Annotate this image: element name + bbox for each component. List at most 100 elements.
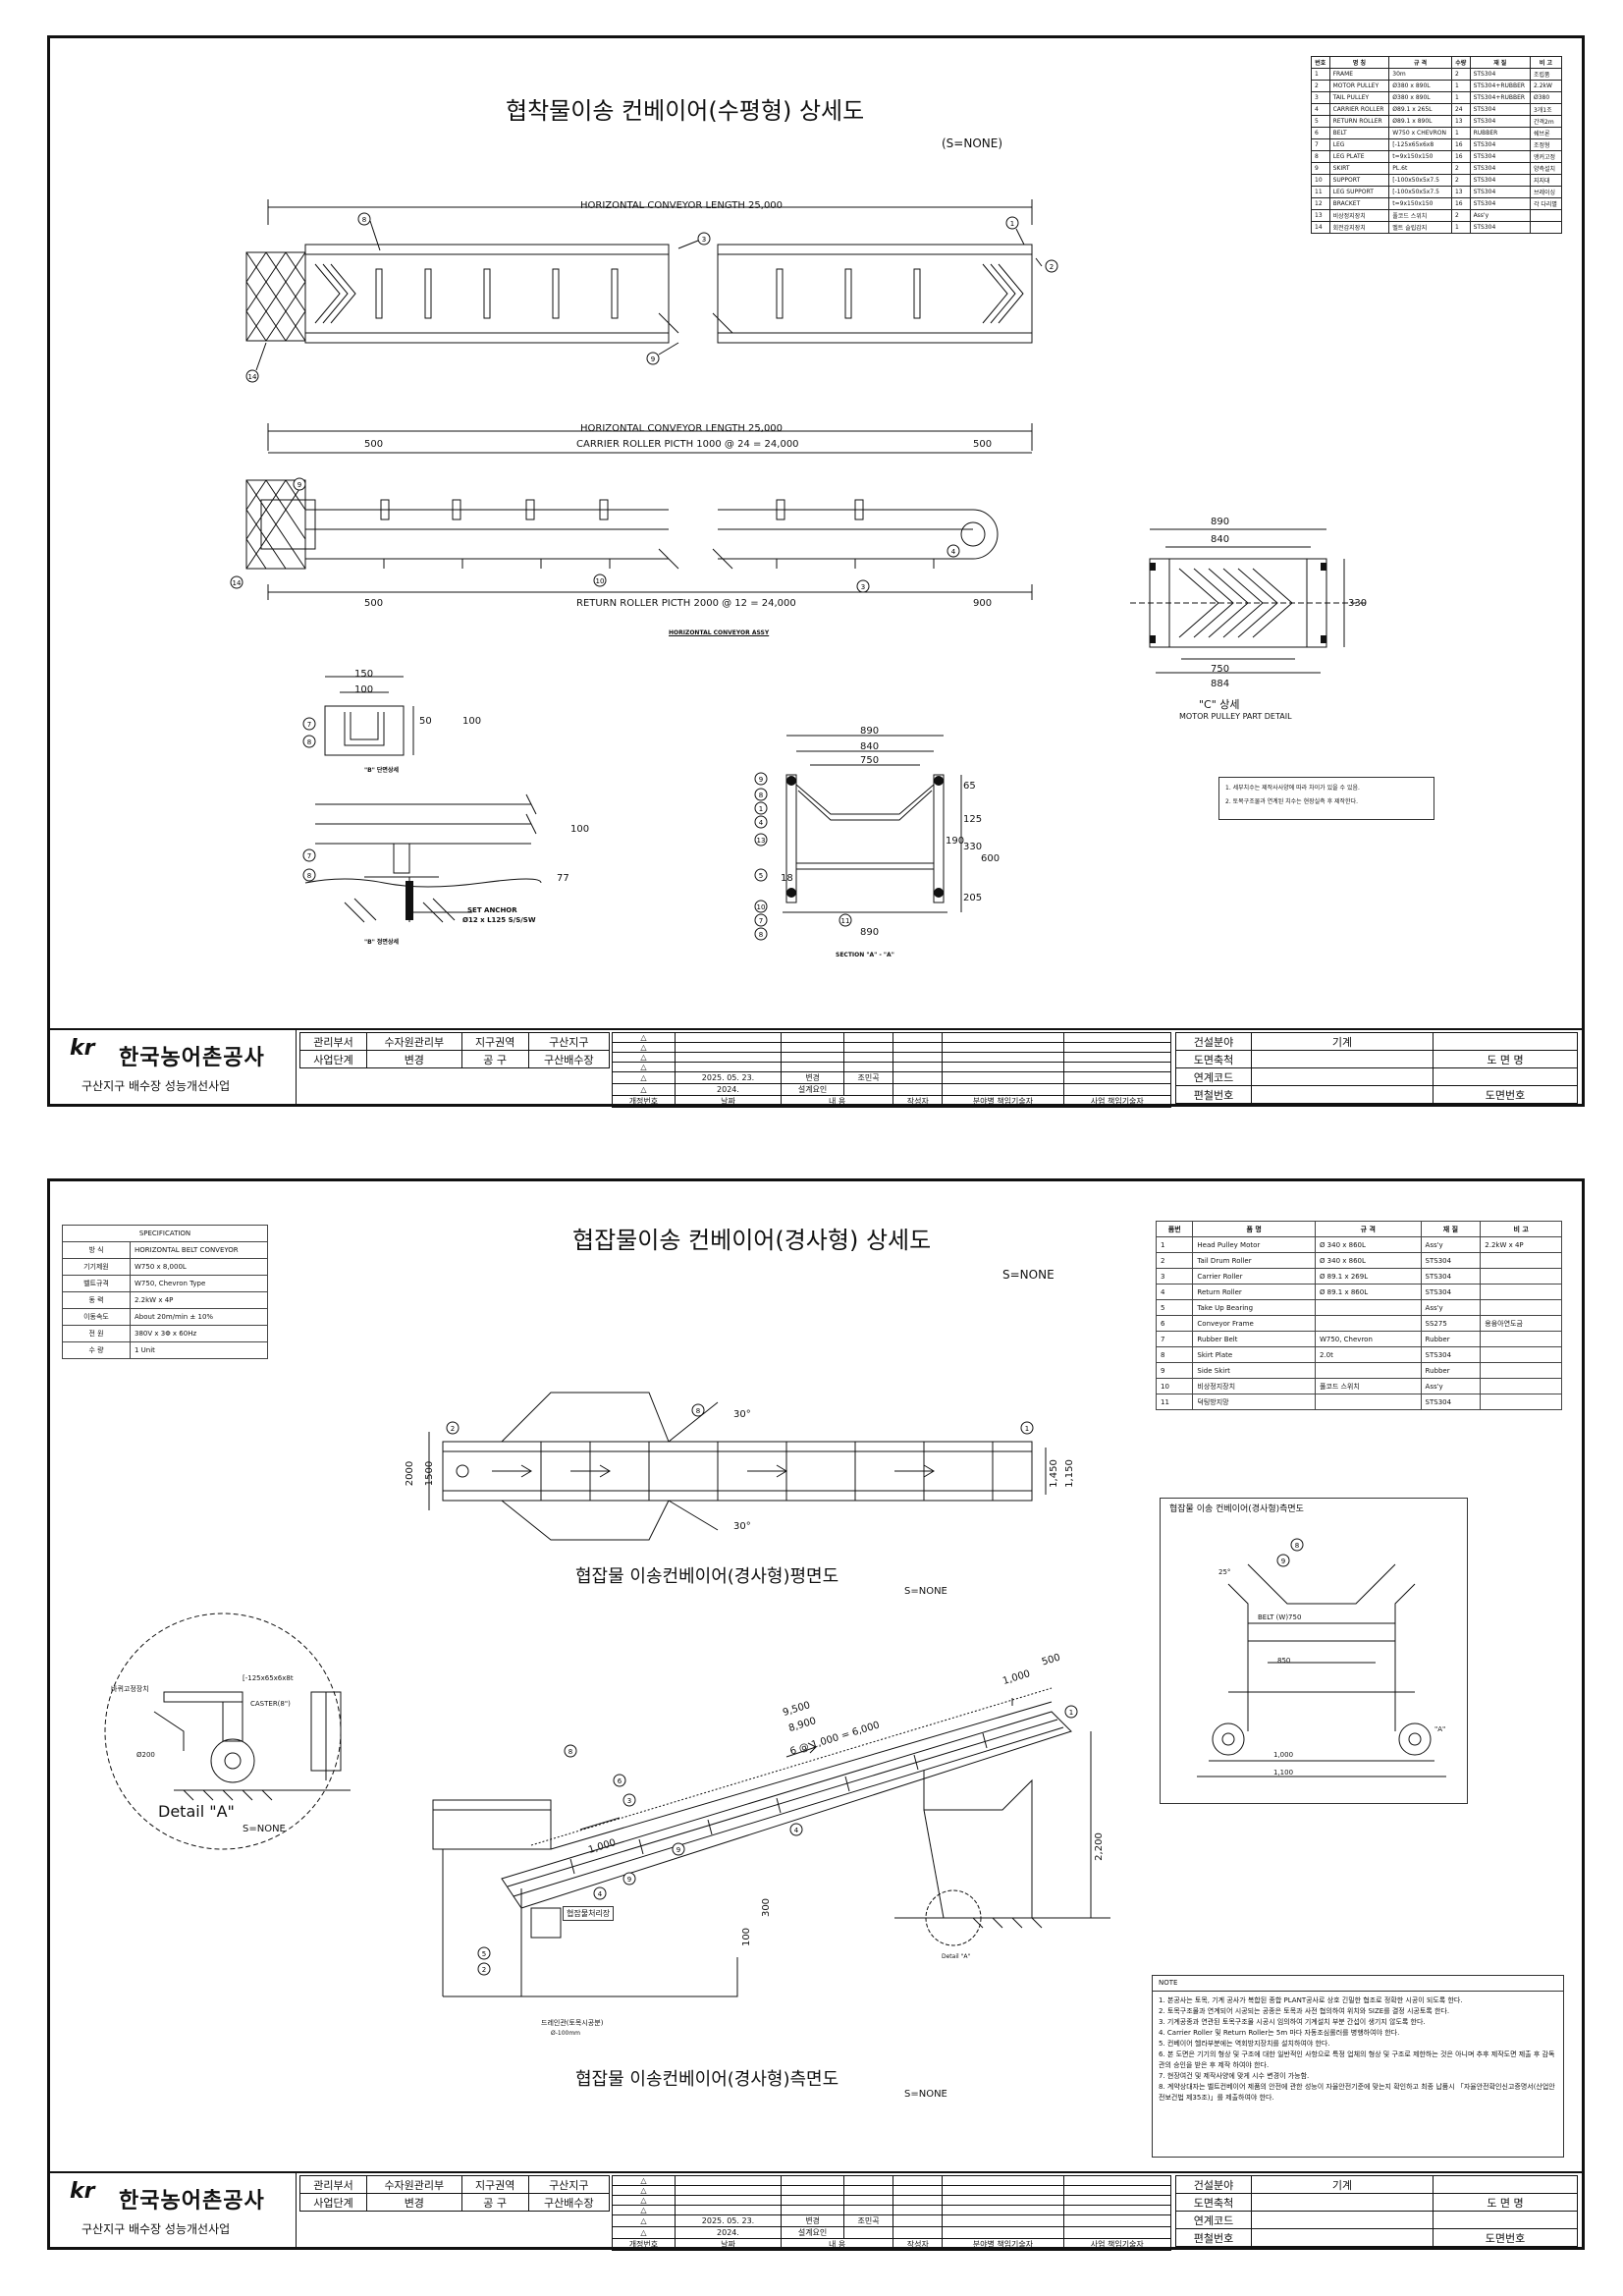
side-dim-100: 100 [741, 1927, 753, 1947]
table-row: △ [612, 2175, 1171, 2186]
parts-cell: STS304+RUBBER [1469, 80, 1531, 92]
revision-cell [781, 1052, 844, 1063]
parts-cell: 비상정지장치 [1192, 1378, 1316, 1394]
spec-value: HORIZONTAL BELT CONVEYOR [130, 1241, 268, 1259]
titleblock-cell: 관리부서 [299, 2175, 367, 2194]
revision-cell: 설계요인 [781, 2226, 844, 2239]
titleblock-label: 도면축척 [1175, 2193, 1252, 2212]
spec-value: 2.2kW x 4P [130, 1291, 268, 1309]
cross-belt-label: BELT (W)750 [1258, 1613, 1302, 1621]
spec-key: 수 량 [62, 1341, 131, 1359]
parts-cell [1480, 1284, 1562, 1300]
parts-cell: 조정형 [1529, 138, 1563, 151]
parts-cell: 비상정지장치 [1328, 209, 1390, 222]
parts-header-cell: 번호 [1311, 56, 1330, 69]
parts-cell: Ø380 x 890L [1388, 91, 1452, 104]
revision-triangle-icon: △ [612, 1083, 676, 1096]
svg-text:9: 9 [627, 1876, 631, 1884]
revision-cell [674, 2185, 783, 2196]
parts-cell: Ø89.1 x 265L [1388, 103, 1452, 116]
table-row: △ [612, 1042, 1171, 1053]
titleblock-cell [1251, 1050, 1434, 1068]
parts-cell: t=9x150x150 [1388, 197, 1452, 210]
revision-header-cell: 사업 책임기술자 [1062, 2238, 1171, 2251]
parts-cell [1529, 221, 1563, 234]
parts-cell: 12 [1311, 197, 1330, 210]
revision-header-cell: 작성자 [893, 1095, 944, 1108]
parts-cell: CARRIER ROLLER [1328, 103, 1390, 116]
svg-text:10: 10 [757, 903, 766, 911]
revision-cell: 조민곡 [842, 1071, 894, 1084]
parts-cell: SS275 [1420, 1315, 1482, 1332]
revision-cell [1062, 2175, 1171, 2186]
spec-key: 동 력 [62, 1291, 131, 1309]
parts-cell: 13 [1450, 186, 1471, 198]
parts-cell [1480, 1252, 1562, 1269]
plan-dim-1450: 1,450 [1048, 1459, 1059, 1488]
project-name: 구산지구 배수장 성능개선사업 [81, 1079, 231, 1093]
parts-cell: TAIL PULLEY [1328, 91, 1390, 104]
c-detail-subcaption: MOTOR PULLEY PART DETAIL [1179, 712, 1292, 721]
parts-cell: 1 [1311, 68, 1330, 81]
assy-caption: HORIZONTAL CONVEYOR ASSY [669, 629, 770, 636]
parts-cell: LEG [1328, 138, 1390, 151]
parts-cell: Ø 340 x 860L [1314, 1252, 1422, 1269]
parts-cell: FRAME [1328, 68, 1390, 81]
drawing-number-label: 도면번호 [1433, 1085, 1578, 1104]
parts-cell: PL.6t [1388, 162, 1452, 175]
svg-text:14: 14 [233, 579, 242, 587]
note-6: 6. 본 도면은 기기의 형상 및 구조에 대한 일반적인 사항으로 특정 업체… [1159, 2050, 1555, 2069]
revision-cell [781, 2195, 844, 2206]
inclined-side-view-drawing: 186 349 524 9 [432, 1687, 1110, 1997]
revision-cell [674, 2175, 783, 2186]
revision-cell [1062, 2226, 1171, 2239]
revision-triangle-icon: △ [612, 2175, 676, 2186]
sheet-title: 협잡물이송 컨베이어(경사형) 상세도 [572, 1227, 932, 1254]
svg-text:8: 8 [307, 738, 311, 746]
parts-cell: Ø89.1 x 890L [1388, 115, 1452, 128]
titleblock-cell [1433, 2175, 1578, 2194]
revision-cell [842, 1032, 894, 1043]
plan-angle-30a: 30° [733, 1409, 751, 1420]
parts-cell [1314, 1394, 1422, 1410]
parts-cell: 30m [1388, 68, 1452, 81]
cross-dim-1100: 1,100 [1273, 1769, 1294, 1777]
dim-500-b: 500 [973, 439, 993, 450]
revision-cell [674, 2195, 783, 2206]
side-detail-tag: Detail "A" [942, 1953, 971, 1960]
drain-dim-label: Ø-100mm [551, 2030, 581, 2037]
revision-triangle-icon: △ [612, 2214, 676, 2227]
revision-cell [674, 1042, 783, 1053]
revision-cell: 변경 [781, 1071, 844, 1084]
revision-header-cell: 날짜 [674, 2238, 783, 2251]
parts-header-cell: 품번 [1155, 1221, 1194, 1237]
parts-cell: Ass'y [1469, 209, 1531, 222]
parts-cell: 5 [1311, 115, 1330, 128]
parts-cell: Take Up Bearing [1192, 1299, 1316, 1316]
titleblock-cell: 지구권역 [460, 1032, 529, 1051]
parts-cell: 14 [1311, 221, 1330, 234]
svg-text:10: 10 [596, 577, 605, 585]
revision-cell [893, 1042, 944, 1053]
parts-cell [1314, 1299, 1422, 1316]
parts-cell: 쉐브론 [1529, 127, 1563, 139]
titleblock-cell [1433, 1032, 1578, 1051]
revision-triangle-icon: △ [612, 2226, 676, 2239]
dim-hconv-length-mid: HORIZONTAL CONVEYOR LENGTH 25,000 [580, 423, 784, 434]
spec-key: 전 원 [62, 1325, 131, 1342]
side-scale: S=NONE [904, 2089, 947, 2100]
revision-header-cell: 내 용 [781, 1095, 894, 1108]
titleblock-cell: 지구권역 [460, 2175, 529, 2194]
revision-header-cell: 개정번호 [612, 2238, 676, 2251]
